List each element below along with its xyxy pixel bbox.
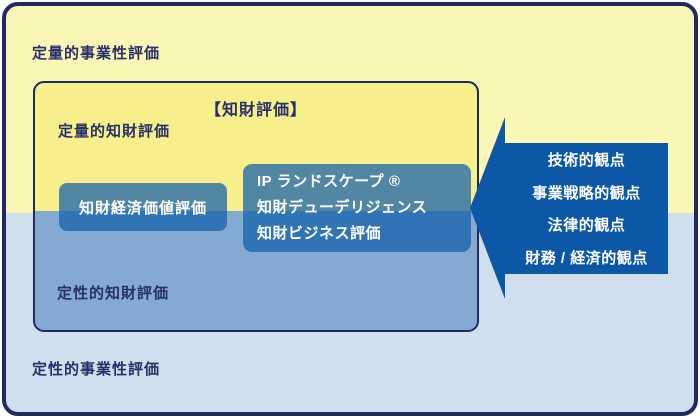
ip-landscape-label: IP ランドスケープ ® [257,173,401,190]
financial-economic-perspective-label: 財務 / 経済的観点 [525,250,648,268]
qualitative-business-evaluation-label: 定性的事業性評価 [32,361,161,378]
ip-due-diligence-label: 知財デューデリジェンス [257,199,428,216]
qualitative-ip-evaluation-label: 定性的知財評価 [57,285,170,302]
ip-business-evaluation-label: 知財ビジネス評価 [257,225,382,242]
quantitative-ip-evaluation-label: 定量的知財評価 [58,123,171,140]
ip-economic-value-box: 知財経済価値評価 [59,183,227,231]
left-arrow-shape [470,117,668,299]
ip-methods-box: IP ランドスケープ ® 知財デューデリジェンス 知財ビジネス評価 [243,164,471,252]
legal-perspective-label: 法律的観点 [547,217,626,235]
perspectives-list: 技術的観点 事業戦略的観点 法律的観点 財務 / 経済的観点 [505,143,668,274]
technical-perspective-label: 技術的観点 [547,151,626,169]
quantitative-business-evaluation-label: 定量的事業性評価 [32,45,161,62]
ip-evaluation-title: 【知財評価】 [204,102,307,119]
business-strategy-perspective-label: 事業戦略的観点 [532,184,641,202]
perspectives-arrow: 技術的観点 事業戦略的観点 法律的観点 財務 / 経済的観点 [470,117,668,299]
